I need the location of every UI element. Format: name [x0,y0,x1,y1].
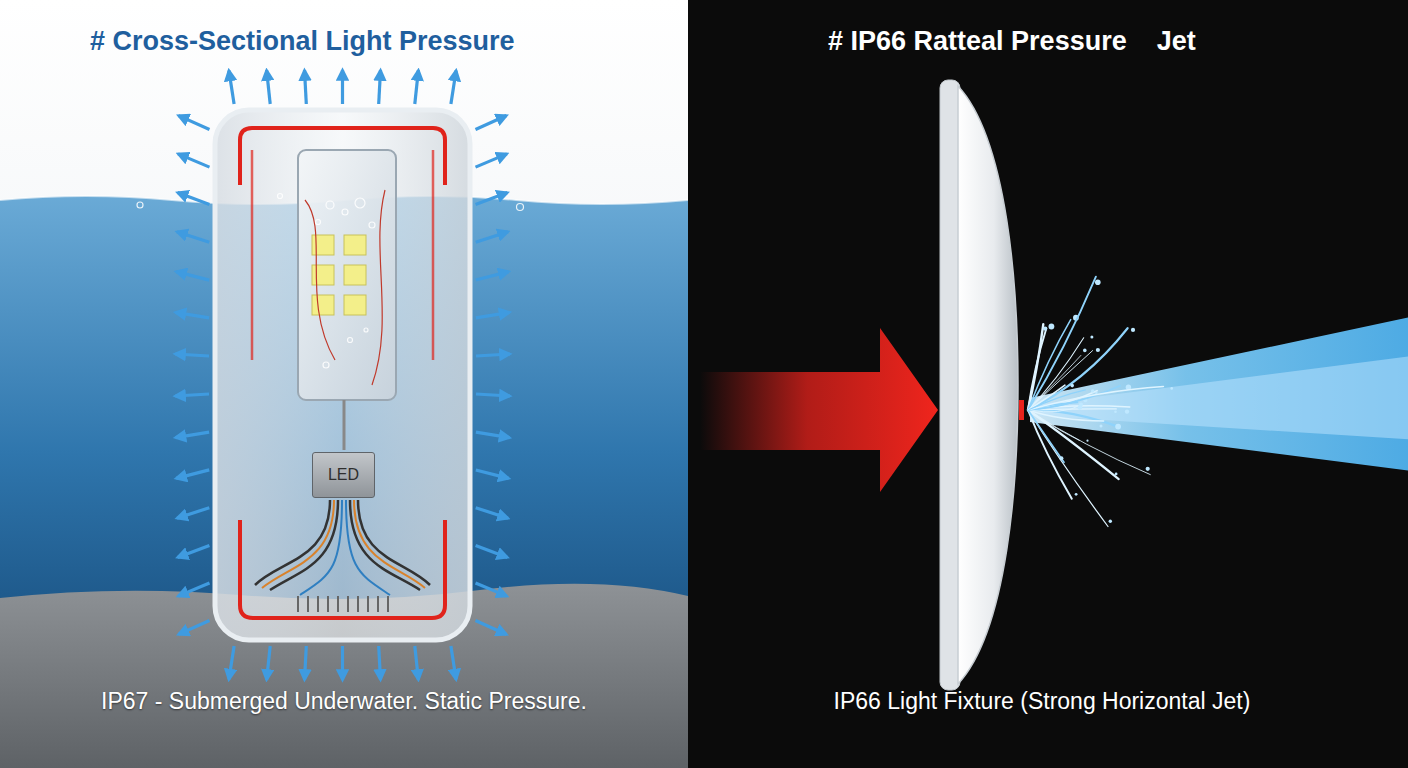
pressure-arrow [341,646,344,680]
splash-drop [1115,424,1121,430]
splash-drop [1095,280,1101,286]
pressure-arrow [476,232,508,243]
splash-drop [1115,473,1118,476]
splash-strand [1028,410,1064,462]
pressure-arrow [379,646,381,680]
pressure-arrow [305,646,307,680]
splash-drop [1091,389,1095,393]
splash-strand [1028,320,1071,410]
pressure-arrow [305,70,307,104]
splash-strand [1028,410,1108,527]
pressure-arrow [415,646,419,680]
pressure-arrow [476,432,510,438]
panel-heading: # Cross-Sectional Light Pressure [90,26,515,57]
splash-strand [1028,390,1085,410]
pressure-arrow [476,583,507,596]
pressure-arrow [476,354,510,356]
pressure-arrow [476,394,510,396]
panel-caption: IP66 Light Fixture (Strong Horizontal Je… [834,688,1251,714]
pressure-arrow [176,432,210,438]
pressure-arrow [267,70,271,104]
pressure-arrow [178,583,209,596]
splash-drop [1100,425,1103,428]
pressure-arrow [178,545,210,557]
splash-drop [1146,467,1150,471]
splash-drop [1059,456,1063,460]
pressure-arrow [175,394,209,396]
splash-drop [1075,493,1078,496]
splash-drop [1096,348,1100,352]
splash-strand [1028,410,1150,475]
pressure-arrow [175,354,209,356]
pressure-arrow [476,508,508,519]
pressure-arrow [476,545,508,557]
pressure-arrow [178,154,209,167]
splash-drop [1083,349,1087,353]
pressure-arrow [176,312,210,318]
led-module-box: LED [312,452,375,498]
splash-drop [1095,391,1098,394]
pressure-arrows [175,70,510,680]
splash-drop [1109,520,1112,523]
pressure-arrow [451,71,456,105]
pressure-arrow [341,70,344,104]
pressure-arrow [476,470,509,478]
splash-strand [1028,351,1093,410]
node-label: LED [328,466,359,484]
pressure-arrow [379,70,381,104]
splash-drop [1079,403,1083,407]
splash-drop [1125,409,1129,413]
pressure-arrow [451,646,456,680]
splash-strand [1028,410,1080,441]
pressure-arrow [476,154,507,167]
panel-caption: IP67 - Submerged Underwater. Static Pres… [101,688,587,714]
splash-strand [1028,277,1096,410]
pressure-arrow [177,508,209,519]
pressure-arrow [476,272,509,280]
pressure-arrow [177,232,209,243]
pressure-arrow [179,621,210,635]
splash-drop [1114,411,1117,414]
splash-drop [1170,387,1173,390]
splash-drop [1049,324,1055,330]
water-splash [1028,277,1173,527]
pressure-arrow [229,71,234,105]
pressure-arrow [476,312,510,318]
pressure-arrow [476,621,507,635]
pressure-arrow [176,272,209,281]
pressure-arrow [229,646,234,680]
pressure-arrow [476,116,507,130]
splash-drop [1131,328,1135,332]
pressure-arrow [476,193,508,205]
pressure-arrow [415,70,419,104]
pressure-arrow [267,646,271,680]
panel-heading: # IP66 Ratteal Pressure Jet [828,26,1196,57]
pressure-arrow [176,470,209,479]
splash-drop [1086,440,1088,442]
splash-strand [1028,410,1119,479]
splash-drop [1090,336,1093,339]
splash-strand [1028,387,1163,411]
pressure-arrow [178,193,210,205]
splash-drop [1070,384,1074,388]
pressure-arrow [179,116,210,130]
splash-drop [1043,326,1047,330]
